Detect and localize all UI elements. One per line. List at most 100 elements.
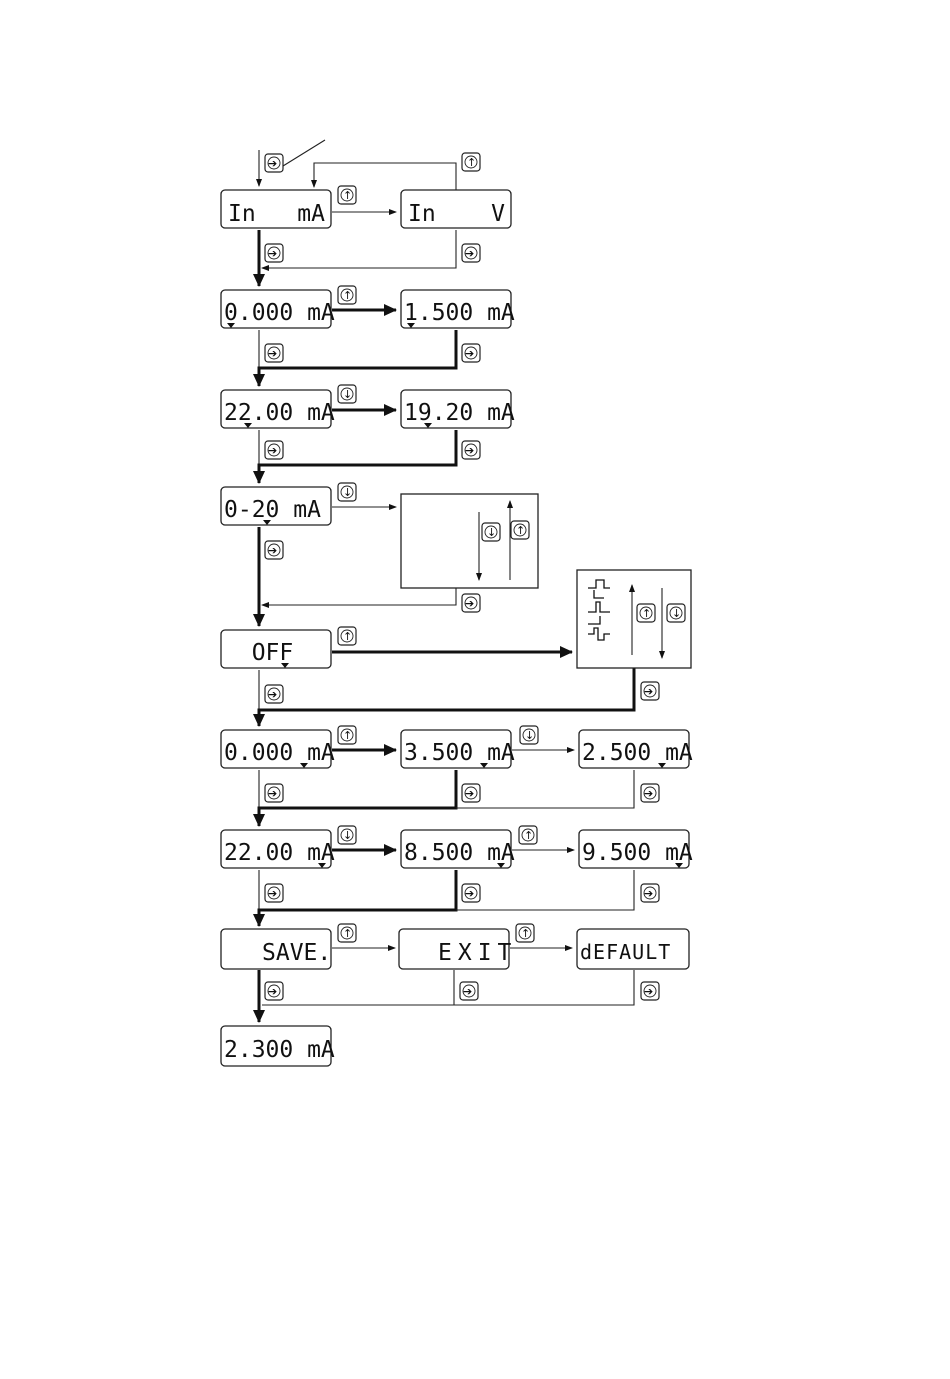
display-text: 0.000 mA [224, 300, 335, 326]
svg-text:➔: ➔ [268, 347, 277, 360]
svg-text:↓: ↓ [343, 388, 352, 401]
svg-text:➔: ➔ [268, 985, 277, 998]
display-8500-ma: 8.500 mA [401, 830, 515, 868]
enter-key-icon: ➔ [460, 982, 478, 1000]
svg-text:➔: ➔ [463, 985, 472, 998]
up-key-icon: ↑ [338, 924, 356, 942]
down-key-icon: ↓ [338, 826, 356, 844]
up-key-icon: ↑ [519, 826, 537, 844]
svg-text:➔: ➔ [465, 347, 474, 360]
svg-text:➔: ➔ [465, 247, 474, 260]
display-text: 9.500 mA [582, 840, 693, 866]
down-key-icon: ↓ [520, 726, 538, 744]
up-key-icon: ↑ [338, 627, 356, 645]
up-key-icon: ↑ [338, 186, 356, 204]
display-text: EXIT [438, 940, 517, 966]
display-text: 3.500 mA [404, 740, 515, 766]
enter-key-icon: ➔ [265, 784, 283, 802]
display-9500-ma: 9.500 mA [579, 830, 693, 868]
svg-text:➔: ➔ [268, 444, 277, 457]
display-text: 1.500 mA [404, 300, 515, 326]
svg-text:➔: ➔ [268, 247, 277, 260]
display-default: dEFAULT [577, 929, 689, 969]
enter-key-icon: ➔ [265, 982, 283, 1000]
enter-key-icon: ➔ [462, 784, 480, 802]
enter-key-icon: ➔ [641, 784, 659, 802]
up-key-icon: ↑ [511, 521, 529, 539]
enter-key-icon: ➔ [265, 884, 283, 902]
display-2200-ma-1: 22.00 mA [221, 390, 335, 428]
down-key-icon: ↓ [667, 604, 685, 622]
svg-text:➔: ➔ [644, 985, 653, 998]
enter-key-icon: ➔ [265, 154, 283, 172]
svg-text:↓: ↓ [525, 729, 534, 742]
enter-key-icon: ➔ [641, 884, 659, 902]
display-1500-ma: 1.500 mA [401, 290, 515, 328]
svg-text:↑: ↑ [343, 927, 352, 940]
enter-key-icon: ➔ [641, 682, 659, 700]
display-text: 22.00 mA [224, 840, 335, 866]
up-key-icon: ↑ [462, 153, 480, 171]
enter-key-icon: ➔ [462, 884, 480, 902]
display-text: In mA [228, 201, 325, 227]
up-key-icon: ↑ [516, 924, 534, 942]
svg-text:↑: ↑ [343, 189, 352, 202]
down-key-icon: ↓ [338, 483, 356, 501]
enter-key-icon: ➔ [265, 685, 283, 703]
enter-key-icon: ➔ [641, 982, 659, 1000]
svg-text:➔: ➔ [644, 787, 653, 800]
enter-key-icon: ➔ [265, 541, 283, 559]
display-text: 22.00 mA [224, 400, 335, 426]
svg-text:➔: ➔ [465, 444, 474, 457]
display-final: 2.300 mA [221, 1026, 335, 1066]
enter-key-icon: ➔ [462, 594, 480, 612]
svg-text:↑: ↑ [524, 829, 533, 842]
svg-text:➔: ➔ [268, 688, 277, 701]
down-key-icon: ↓ [338, 385, 356, 403]
svg-text:➔: ➔ [465, 787, 474, 800]
display-in-v: In V [401, 190, 511, 228]
display-range-ma: 0-20 mA [221, 487, 331, 525]
svg-text:➔: ➔ [465, 887, 474, 900]
enter-key-icon: ➔ [462, 441, 480, 459]
display-text: 2.500 mA [582, 740, 693, 766]
svg-text:➔: ➔ [268, 157, 277, 170]
svg-text:↑: ↑ [642, 607, 651, 620]
up-key-icon: ↑ [338, 286, 356, 304]
display-off: OFF [221, 630, 331, 668]
display-text: In V [408, 201, 505, 227]
display-save: SAVE. [221, 929, 331, 969]
svg-text:➔: ➔ [644, 887, 653, 900]
display-exit: EXIT [399, 929, 517, 969]
svg-text:↑: ↑ [343, 289, 352, 302]
svg-text:↑: ↑ [521, 927, 530, 940]
enter-key-icon: ➔ [265, 244, 283, 262]
svg-text:↓: ↓ [343, 486, 352, 499]
display-3500-ma: 3.500 mA [401, 730, 515, 768]
range-options-panel [401, 494, 538, 588]
svg-text:↑: ↑ [516, 524, 525, 537]
display-zero-ma-2: 0.000 mA [221, 730, 335, 768]
svg-text:➔: ➔ [465, 597, 474, 610]
svg-text:➔: ➔ [268, 787, 277, 800]
enter-key-icon: ➔ [265, 441, 283, 459]
enter-key-icon: ➔ [462, 244, 480, 262]
display-2200-ma-2: 22.00 mA [221, 830, 335, 868]
display-text: 19.20 mA [404, 400, 515, 426]
display-2500-ma: 2.500 mA [579, 730, 693, 768]
display-text: 0-20 mA [224, 497, 321, 523]
up-key-icon: ↑ [338, 726, 356, 744]
svg-text:↓: ↓ [487, 526, 496, 539]
display-zero-ma-1: 0.000 mA [221, 290, 335, 328]
display-text: 8.500 mA [404, 840, 515, 866]
svg-text:↓: ↓ [343, 829, 352, 842]
display-text: OFF [224, 640, 293, 666]
display-text: 0.000 mA [224, 740, 335, 766]
up-key-icon: ↑ [637, 604, 655, 622]
enter-key-icon: ➔ [265, 344, 283, 362]
svg-text:↑: ↑ [467, 156, 476, 169]
enter-key-icon: ➔ [462, 344, 480, 362]
svg-text:↑: ↑ [343, 630, 352, 643]
svg-text:↑: ↑ [343, 729, 352, 742]
